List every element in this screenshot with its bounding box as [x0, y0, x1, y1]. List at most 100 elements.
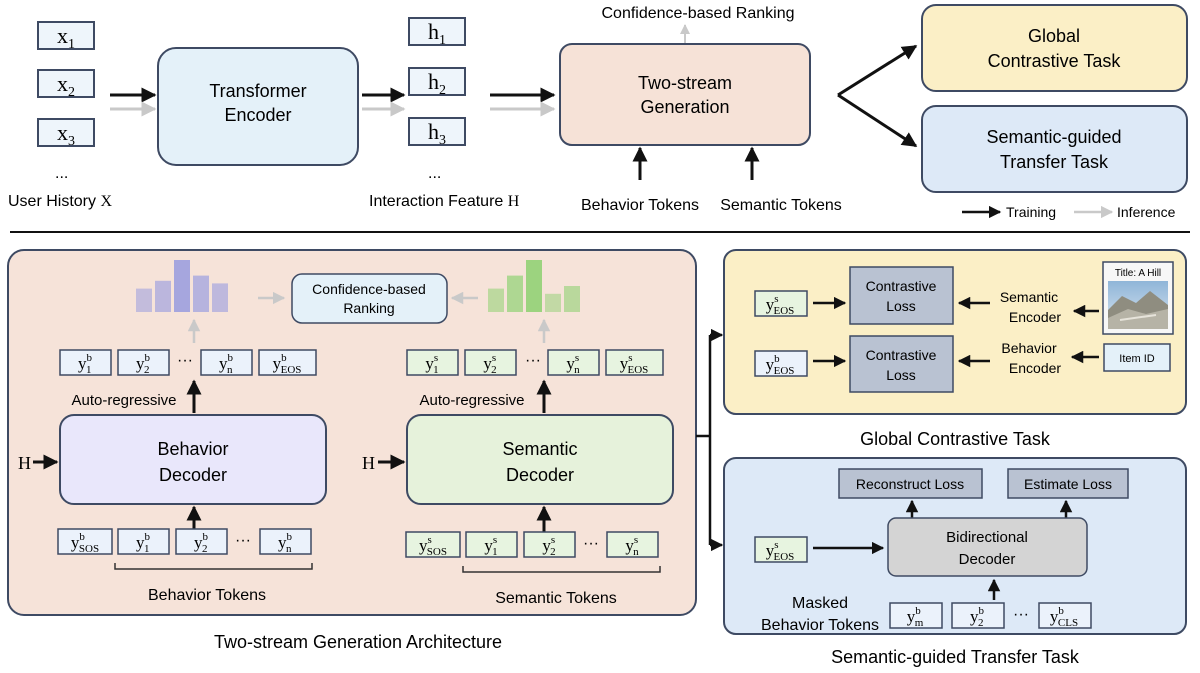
svg-text:Estimate Loss: Estimate Loss — [1024, 476, 1112, 492]
to-transfer-arrow — [837, 93, 918, 148]
svg-text:ys1: ys1 — [425, 352, 438, 376]
svg-text:yb1: yb1 — [78, 352, 93, 376]
behavior-encoder-label: Encoder — [1009, 360, 1061, 376]
interaction-token: h3 — [408, 117, 466, 148]
semantic-transfer-caption: Semantic-guided Transfer Task — [831, 647, 1080, 667]
semantic-tokens-bracket — [462, 566, 661, 573]
svg-text:ybn: ybn — [278, 531, 293, 555]
behavior-output-ellipsis: ··· — [177, 352, 193, 369]
semantic-tokens-label: Semantic Tokens — [720, 197, 842, 214]
svg-text:yb2: yb2 — [136, 352, 151, 376]
svg-text:Contrastive Task: Contrastive Task — [988, 51, 1122, 71]
semantic-confidence-bars — [488, 260, 580, 312]
masked-label: Masked — [792, 595, 848, 612]
confidence-bar — [155, 280, 171, 312]
contrastive-loss-box: Contrastive Loss — [849, 335, 954, 393]
svg-text:Encoder: Encoder — [224, 105, 291, 125]
interaction-feature-tokens: h1 h2 h3 ... Interaction Feature H — [369, 17, 520, 210]
behavior-input-ellipsis: ··· — [235, 532, 251, 549]
svg-text:Semantic: Semantic — [502, 439, 577, 459]
h-input-label: H — [18, 453, 31, 473]
svg-text:Decoder: Decoder — [159, 465, 227, 485]
svg-text:h1: h1 — [428, 19, 446, 48]
contrastive-loss-box: Contrastive Loss — [849, 266, 954, 325]
architecture-caption: Two-stream Generation Architecture — [214, 632, 502, 652]
svg-text:yb2: yb2 — [970, 605, 985, 629]
user-history-ellipsis: ... — [55, 165, 68, 182]
svg-text:h3: h3 — [428, 119, 446, 148]
estimate-loss-box: Estimate Loss — [1007, 468, 1129, 499]
svg-text:Two-stream: Two-stream — [638, 73, 732, 93]
semantic-encoder-label: Encoder — [1009, 309, 1061, 325]
svg-text:Transfer Task: Transfer Task — [1000, 152, 1109, 172]
item-id-box: Item ID — [1103, 343, 1171, 372]
behavior-tokens-bracket — [114, 563, 313, 570]
confidence-bar — [526, 260, 542, 312]
confidence-bar — [174, 260, 190, 312]
user-history-token: x1 — [37, 21, 95, 52]
svg-text:x3: x3 — [57, 120, 75, 149]
svg-text:Reconstruct Loss: Reconstruct Loss — [856, 476, 964, 492]
svg-text:Decoder: Decoder — [506, 465, 574, 485]
svg-text:Contrastive: Contrastive — [866, 278, 937, 294]
behavior-confidence-bars — [136, 260, 228, 312]
semantic-encoder-label: Semantic — [1000, 289, 1058, 305]
svg-text:Ranking: Ranking — [343, 300, 394, 316]
training-legend-label: Training — [1006, 204, 1056, 220]
confidence-bar — [564, 286, 580, 312]
two-stream-generation: Two-stream Generation — [559, 43, 811, 146]
global-contrastive-panel — [723, 249, 1187, 415]
svg-text:ys2: ys2 — [542, 534, 555, 558]
svg-text:h2: h2 — [428, 69, 446, 98]
svg-text:Title: A Hill: Title: A Hill — [1115, 268, 1161, 279]
user-history-token: x3 — [37, 118, 95, 149]
masked-label: Behavior Tokens — [761, 617, 879, 634]
confidence-bar — [488, 288, 504, 312]
user-history-label: User History X — [8, 193, 112, 210]
svg-text:ys1: ys1 — [484, 534, 497, 558]
svg-text:ybn: ybn — [219, 352, 234, 376]
svg-text:yb1: yb1 — [136, 531, 151, 555]
user-history-token: x2 — [37, 69, 95, 100]
reconstruct-loss-box: Reconstruct Loss — [838, 468, 983, 499]
h-input-label: H — [362, 453, 375, 473]
behavior-decoder: Behavior Decoder — [59, 414, 327, 505]
svg-text:yb2: yb2 — [194, 531, 209, 555]
svg-text:x2: x2 — [57, 71, 75, 100]
legend: Training Inference — [962, 204, 1176, 220]
svg-text:x1: x1 — [57, 23, 75, 52]
svg-text:ysn: ysn — [625, 534, 639, 558]
user-history-tokens: x1 x2 x3 ... User History X — [8, 21, 112, 210]
confidence-bar — [507, 275, 523, 312]
svg-text:Semantic-guided: Semantic-guided — [986, 127, 1121, 147]
masked-ellipsis: ··· — [1013, 606, 1029, 623]
confidence-bar — [136, 288, 152, 312]
svg-text:Generation: Generation — [640, 97, 729, 117]
global-contrastive-task-box: Global Contrastive Task — [921, 4, 1188, 92]
svg-text:Contrastive: Contrastive — [866, 347, 937, 363]
svg-text:Loss: Loss — [886, 298, 916, 314]
confidence-bar — [545, 293, 561, 312]
svg-text:Item ID: Item ID — [1119, 353, 1155, 365]
semantic-decoder: Semantic Decoder — [406, 414, 674, 505]
